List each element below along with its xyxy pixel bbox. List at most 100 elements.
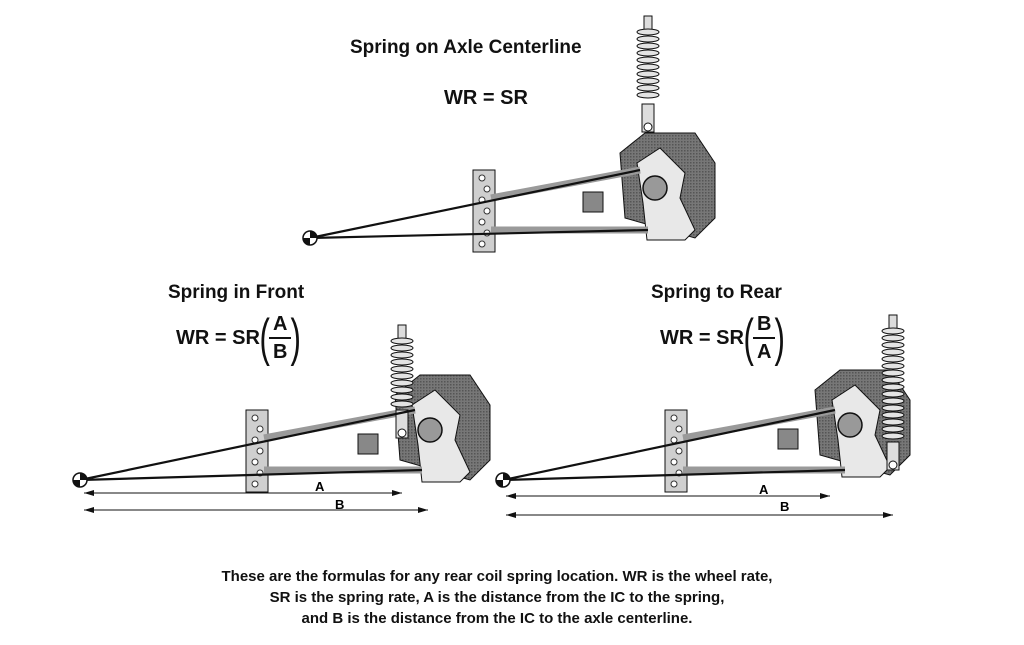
lower-link-projection-line <box>502 468 846 482</box>
bracket-hole <box>670 414 678 422</box>
coil-spring-turn <box>636 70 660 78</box>
coil-spring-turn <box>881 341 905 349</box>
paren-open: ( <box>259 309 270 367</box>
paren-open: ( <box>743 309 754 367</box>
denominator: B <box>273 341 288 363</box>
instant-center-quadrants <box>73 473 87 487</box>
fraction-bar <box>269 337 292 339</box>
bracket-hole <box>251 414 259 422</box>
shock-eye <box>643 122 653 132</box>
lower-link-projection-line <box>79 468 423 482</box>
bracket-hole <box>483 185 491 193</box>
caption-line-3: and B is the distance from the IC to the… <box>301 610 693 627</box>
bracket-hole <box>478 240 486 248</box>
bracket-hole <box>256 425 264 433</box>
bracket-hole <box>256 447 264 455</box>
denominator: A <box>757 341 772 363</box>
formula-left: WR = SR ( A B ) <box>176 312 301 364</box>
coil-spring-turn <box>390 379 414 387</box>
coil-spring-turn <box>881 362 905 370</box>
shock-eye <box>888 460 898 470</box>
caption-line-1: These are the formulas for any rear coil… <box>221 568 773 585</box>
axle-tube <box>642 175 668 201</box>
shock-top-mount <box>643 15 653 31</box>
bracket-hole <box>675 425 683 433</box>
paren-close: ) <box>774 309 786 367</box>
bracket-hole <box>251 480 259 488</box>
caption: These are the formulas for any rear coil… <box>0 566 994 629</box>
coil-spring-turn <box>881 411 905 419</box>
coil-spring-turn <box>390 351 414 359</box>
panhard-mount <box>357 433 379 455</box>
upper-link-projection-line <box>309 168 641 240</box>
coil-spring-turn <box>881 432 905 440</box>
axle-tube <box>837 412 863 438</box>
coil-spring-turn <box>390 386 414 394</box>
coil-spring-turn <box>881 369 905 377</box>
bracket-hole <box>670 480 678 488</box>
coil-spring-turn <box>881 383 905 391</box>
dim-label-a-left: A <box>315 479 325 494</box>
assembly-spring-in-front <box>72 324 491 493</box>
axle-tube <box>417 417 443 443</box>
coil-spring-turn <box>636 49 660 57</box>
dim-label-b-left: B <box>335 497 344 512</box>
coil-spring-turn <box>390 393 414 401</box>
formula-prefix: WR = SR <box>176 326 260 349</box>
upper-link-projection-line <box>79 408 416 482</box>
instant-center-quadrants <box>496 473 510 487</box>
coil-spring-turn <box>636 77 660 85</box>
coil-spring-turn <box>881 327 905 335</box>
coil-spring-turn <box>390 365 414 373</box>
assembly-spring-to-rear <box>495 314 911 493</box>
instant-center-quadrants <box>303 231 317 245</box>
formula-top: WR = SR <box>444 87 528 109</box>
coil-spring-turn <box>881 376 905 384</box>
coil-spring-turn <box>636 91 660 99</box>
coil-spring-turn <box>881 334 905 342</box>
panhard-mount <box>582 191 604 213</box>
dim-label-b-right: B <box>780 499 789 514</box>
bracket-hole <box>478 174 486 182</box>
caption-line-2: SR is the spring rate, A is the distance… <box>269 589 725 606</box>
coil-spring-turn <box>390 400 414 408</box>
formula-right: WR = SR ( B A ) <box>660 312 785 364</box>
coil-spring-turn <box>390 372 414 380</box>
numerator: A <box>273 313 288 335</box>
dimension-lines <box>84 490 893 518</box>
coil-spring-turn <box>881 348 905 356</box>
paren-close: ) <box>290 309 302 367</box>
coil-spring-turn <box>636 56 660 64</box>
coil-spring-turn <box>881 397 905 405</box>
coil-spring-turn <box>390 358 414 366</box>
coil-spring-turn <box>881 418 905 426</box>
shock-top-mount <box>397 324 407 340</box>
coil-spring-turn <box>390 344 414 352</box>
bracket-hole <box>478 218 486 226</box>
assembly-spring-on-centerline <box>302 15 716 253</box>
coil-spring-turn <box>636 28 660 36</box>
title-spring-to-rear: Spring to Rear <box>651 282 782 303</box>
coil-spring-turn <box>636 35 660 43</box>
coil-spring-turn <box>881 425 905 433</box>
title-spring-in-front: Spring in Front <box>168 282 305 303</box>
bracket-hole <box>483 207 491 215</box>
fraction-bar <box>753 337 776 339</box>
bracket-hole <box>670 436 678 444</box>
coil-spring-turn <box>390 337 414 345</box>
numerator: B <box>757 313 772 335</box>
fraction: B A <box>753 313 776 363</box>
bracket-hole <box>251 458 259 466</box>
panhard-mount <box>777 428 799 450</box>
coil-spring-turn <box>636 84 660 92</box>
bracket-hole <box>670 458 678 466</box>
title-spring-on-axle-centerline: Spring on Axle Centerline <box>350 37 582 58</box>
coil-spring-turn <box>636 42 660 50</box>
bracket-hole <box>675 447 683 455</box>
coil-spring-turn <box>881 355 905 363</box>
coil-spring-turn <box>881 390 905 398</box>
upper-link-projection-line <box>502 408 836 482</box>
shock-top-mount <box>888 314 898 330</box>
formula-prefix: WR = SR <box>660 326 744 349</box>
